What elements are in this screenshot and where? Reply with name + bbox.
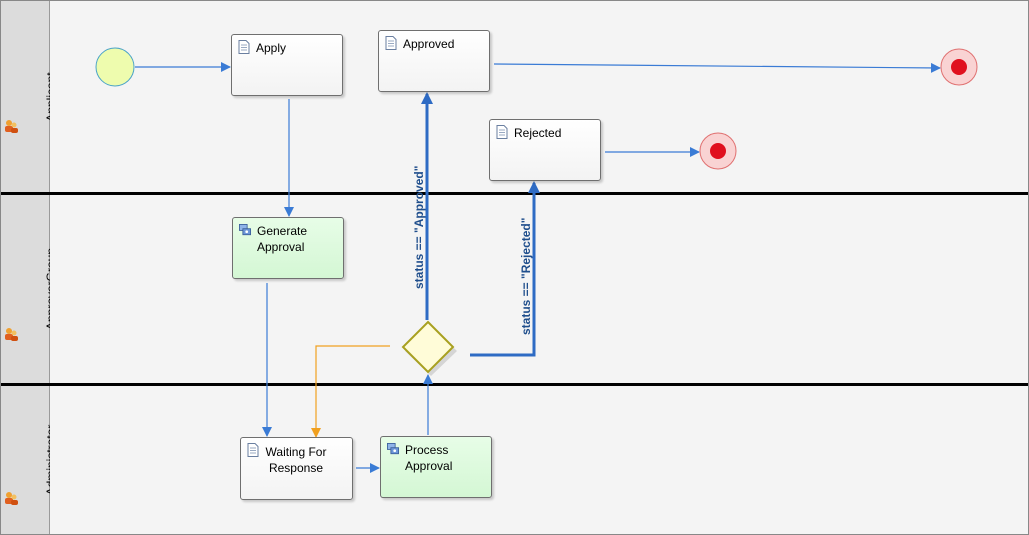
- task-label: Waiting For Response: [265, 445, 327, 475]
- task-generate-approval[interactable]: Generate Approval: [232, 217, 344, 279]
- task-label: Generate Approval: [257, 224, 308, 254]
- end-event-approved[interactable]: [940, 48, 978, 86]
- flow-gateway-to-rejected[interactable]: [470, 181, 540, 357]
- lane-divider: [0, 383, 1029, 386]
- service-gears-icon: [239, 224, 251, 236]
- service-gears-icon: [387, 443, 399, 455]
- document-icon: [247, 443, 259, 457]
- task-label: Approved: [403, 37, 455, 51]
- flow-gateway-to-waiting[interactable]: [311, 345, 390, 438]
- people-icon: [5, 328, 18, 341]
- lane-approvergroup: [50, 193, 1029, 384]
- task-label: Rejected: [514, 126, 562, 140]
- flow-approved-to-end[interactable]: [493, 62, 941, 73]
- document-icon: [496, 125, 508, 139]
- condition-label-rejected: status == "Rejected": [519, 218, 533, 335]
- task-rejected[interactable]: Rejected: [489, 119, 601, 181]
- lane-divider: [0, 192, 1029, 195]
- task-label: Apply: [256, 41, 287, 55]
- task-waiting-for-response[interactable]: Waiting For Response: [240, 437, 353, 500]
- lane-header-administrator[interactable]: Administrator: [0, 384, 58, 535]
- lane-header-applicant[interactable]: Applicant: [0, 0, 58, 193]
- document-icon: [385, 36, 397, 50]
- start-event[interactable]: [95, 47, 135, 87]
- exclusive-gateway[interactable]: [401, 320, 457, 376]
- task-label: Process Approval: [405, 443, 453, 473]
- document-icon: [238, 40, 250, 54]
- task-process-approval[interactable]: Process Approval: [380, 436, 492, 498]
- task-approved[interactable]: Approved: [378, 30, 490, 92]
- lane-header-approvergroup[interactable]: ApproverGroup: [0, 193, 58, 384]
- task-apply[interactable]: Apply: [231, 34, 343, 96]
- lane-administrator: [50, 384, 1029, 535]
- end-event-rejected[interactable]: [699, 132, 737, 170]
- condition-label-approved: status == "Approved": [412, 166, 426, 289]
- people-icon: [5, 120, 18, 133]
- people-icon: [5, 492, 18, 505]
